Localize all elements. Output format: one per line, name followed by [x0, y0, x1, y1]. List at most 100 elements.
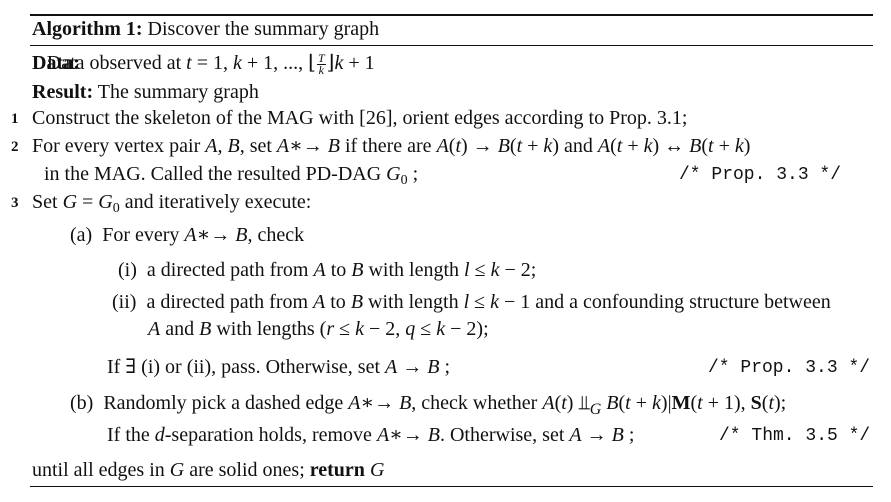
step-3a-ii-continuation: A and B with lengths (r ≤ k − 2, q ≤ k −… [148, 317, 489, 341]
math-token: t [186, 52, 192, 74]
math-token: , set [239, 135, 277, 157]
math-token: k [490, 291, 500, 313]
comment-thm-3-5: /* Thm. 3.5 */ [719, 426, 871, 446]
math-token: A [569, 424, 582, 446]
step-3a: (a) For every A∗→ B, check [70, 223, 304, 247]
math-token: ≤ [469, 259, 491, 281]
math-token: If ∃ (i) or (ii), pass. Otherwise, set [107, 356, 385, 378]
math-token: Set [32, 191, 63, 213]
math-token: and iteratively execute: [119, 191, 312, 213]
math-token: G [386, 163, 401, 185]
math-token: and [160, 318, 200, 340]
math-token: t [516, 135, 523, 157]
step-3: Set G = G0 and iteratively execute: [32, 190, 311, 221]
math-token: + [622, 135, 644, 157]
math-token: t [561, 392, 567, 414]
math-token: + [630, 392, 653, 414]
math-token: B [399, 392, 412, 414]
math-token: B [327, 135, 340, 157]
math-token: k [334, 52, 344, 74]
comment-prop-3-3-second: /* Prop. 3.3 */ [708, 358, 871, 378]
bottom-rule [30, 486, 873, 487]
line-number-2: 2 [11, 139, 19, 155]
math-token: A [348, 392, 361, 414]
math-token: A [436, 135, 449, 157]
math-token: ) and [552, 135, 598, 157]
math-token: B [689, 135, 702, 157]
math-token: A [276, 135, 290, 157]
math-token: G [98, 191, 113, 213]
math-token: = 1, [191, 52, 233, 74]
math-token: + [713, 135, 735, 157]
math-token: A [313, 259, 326, 281]
math-token: ( [690, 392, 698, 414]
math-token: ( [701, 135, 709, 157]
math-token: t [455, 135, 462, 157]
math-token: B [235, 224, 248, 246]
result-line: Result: The summary graph [32, 80, 259, 104]
algorithm-title-text: Discover the summary graph [147, 18, 380, 40]
math-token: -separation holds, remove [164, 424, 377, 446]
math-token: with lengths ( [211, 318, 327, 340]
algorithm-title: Algorithm 1: Discover the summary graph [32, 17, 379, 41]
math-token: ; [623, 424, 635, 446]
math-token: (i) [118, 259, 137, 281]
math-token: r [326, 318, 335, 340]
math-token: + 1, ..., ⌊ [241, 52, 316, 74]
math-token: B [601, 392, 619, 414]
math-token: k [318, 62, 324, 77]
step-3a-i: (i) a directed path from A to B with len… [118, 258, 536, 282]
math-token: to [325, 259, 352, 281]
math-token: k [734, 135, 744, 157]
math-token: A [542, 392, 555, 414]
math-token: − 2; [499, 259, 537, 281]
math-token: B [427, 356, 440, 378]
math-token: k [543, 135, 553, 157]
math-token: t [616, 135, 623, 157]
math-token: k [652, 392, 661, 414]
math-token: Construct the skeleton of the MAG with [… [32, 107, 688, 129]
math-token: ≤ [334, 318, 356, 340]
math-token: ⫫ [578, 392, 590, 414]
math-token: B [199, 318, 212, 340]
math-token: , check whether [411, 392, 543, 414]
math-token: ); [774, 392, 787, 414]
math-token: ∗→ [389, 424, 428, 446]
math-token: until all edges in [32, 459, 170, 481]
top-rule [30, 14, 873, 16]
math-token: 0 [400, 173, 408, 188]
math-token: ≤ [415, 318, 437, 340]
step-2-continuation: in the MAG. Called the resulted PD-DAG G… [44, 162, 418, 193]
math-token: T [316, 50, 326, 65]
math-token: l [463, 291, 470, 313]
math-token: ; [439, 356, 450, 378]
math-token: . Otherwise, set [439, 424, 570, 446]
math-token: are solid ones; [184, 459, 310, 481]
step-3b-continuation: If the d-separation holds, remove A∗→ B.… [107, 423, 634, 447]
algorithm-label: Algorithm 1: [32, 18, 143, 40]
math-token: − 1 and a confounding structure between [499, 291, 831, 313]
math-token: k [490, 259, 500, 281]
math-token: → [581, 424, 612, 446]
math-token: + 1), [702, 392, 751, 414]
step-3a-ii: (ii) a directed path from A to B with le… [112, 290, 831, 314]
math-token: M [671, 392, 691, 414]
math-token: ≤ [469, 291, 491, 313]
math-token: k [233, 52, 242, 74]
math-token: a directed path from [146, 259, 314, 281]
line-number-1: 1 [11, 111, 19, 127]
math-token: t [625, 392, 631, 414]
step-1: Construct the skeleton of the MAG with [… [32, 106, 687, 130]
math-token: B [350, 291, 364, 313]
math-token: a directed path from [146, 291, 314, 313]
math-token: A [597, 135, 611, 157]
math-token: B [427, 424, 440, 446]
math-token: ( [761, 392, 769, 414]
math-token: ∗→ [289, 135, 328, 157]
math-token: A [313, 291, 326, 313]
math-token: (a) [70, 224, 93, 246]
math-token: ) [743, 135, 751, 157]
math-token: d [154, 424, 165, 446]
step-2: For every vertex pair A, B, set A∗→ B if… [32, 134, 750, 158]
